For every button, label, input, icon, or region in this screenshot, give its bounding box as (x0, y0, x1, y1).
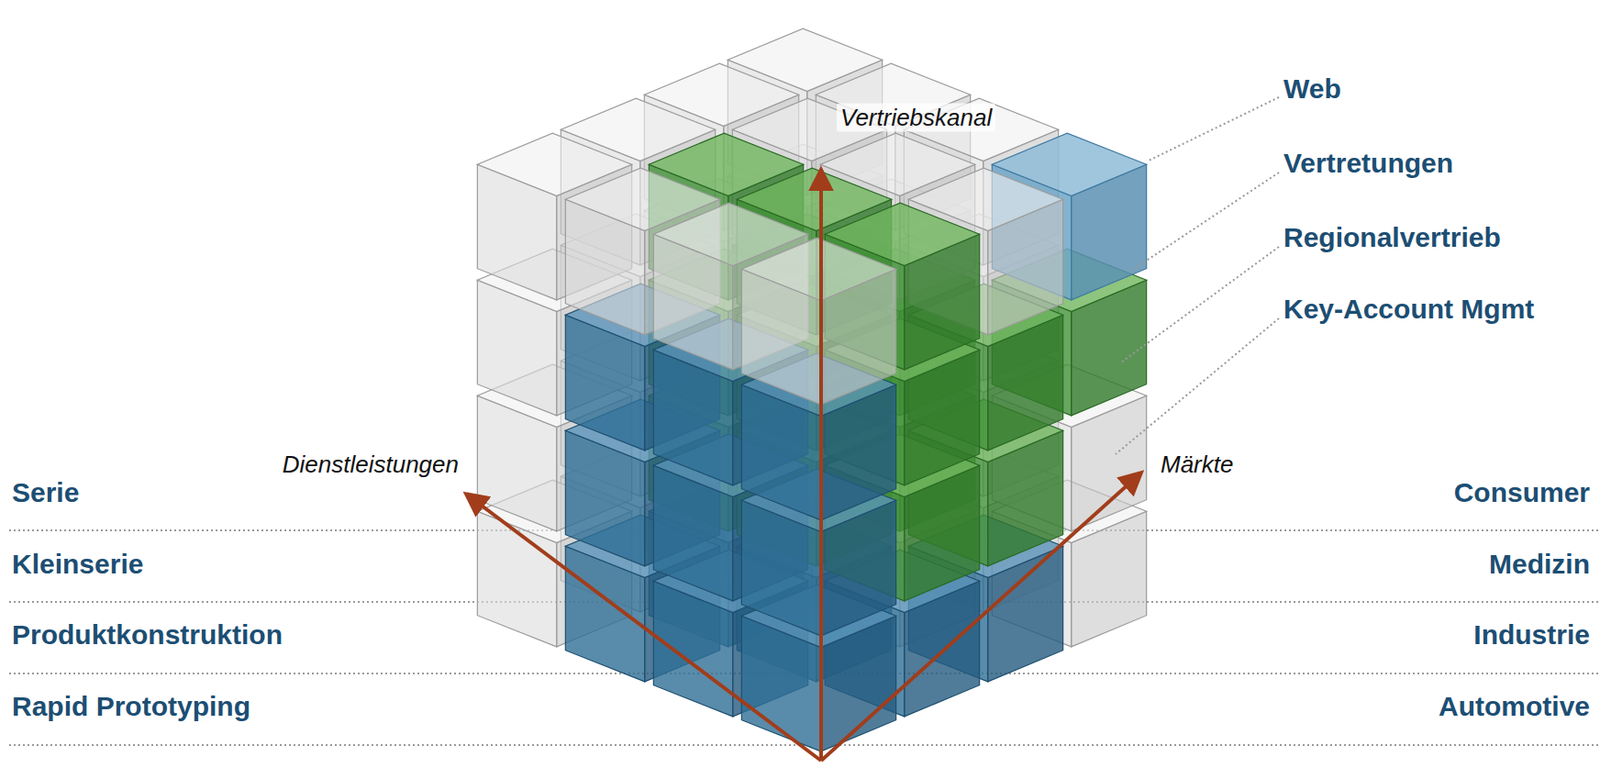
leader-line (1146, 97, 1279, 162)
axis-line (819, 170, 823, 761)
cube-cell (741, 237, 896, 405)
service-label: Rapid Prototyping (11, 690, 251, 723)
axis-label: Märkte (1160, 450, 1234, 479)
axis-line (466, 494, 822, 761)
service-label: Kleinserie (11, 548, 144, 580)
leader-lines (1115, 97, 1279, 455)
market-label: Consumer (1454, 477, 1590, 509)
market-label: Automotive (1438, 690, 1590, 723)
service-label: Serie (11, 477, 79, 509)
row-line (9, 744, 808, 746)
channel-label: Key-Account Mgmt (1283, 293, 1534, 325)
cube-face (741, 237, 896, 300)
channel-label: Web (1283, 73, 1342, 105)
axes (466, 170, 1141, 761)
leader-line (1121, 246, 1279, 363)
channel-label: Vertretungen (1283, 147, 1454, 179)
row-line (834, 744, 1600, 746)
leader-line (1131, 172, 1279, 271)
axis-line (821, 473, 1141, 761)
channel-label: Regionalvertrieb (1283, 222, 1501, 254)
market-label: Industrie (1473, 619, 1590, 651)
axis-label: Dienstleistungen (282, 450, 459, 479)
cube (477, 28, 1146, 752)
service-label: Produktkonstruktion (11, 619, 283, 651)
leader-line (1115, 318, 1279, 455)
market-label: Medizin (1488, 548, 1590, 580)
axis-label: Vertriebskanal (836, 103, 996, 133)
